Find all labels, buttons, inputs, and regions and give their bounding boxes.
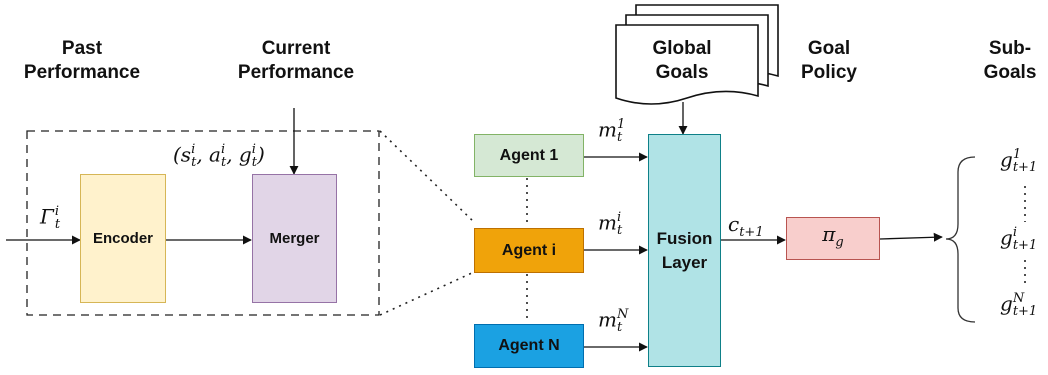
encoder-label: Encoder [92, 230, 153, 247]
policy-to-subgoals-arrow [879, 232, 943, 242]
agent-i-label: Agent i [501, 241, 557, 259]
header-sub-goals: Sub- Goals [983, 38, 1037, 83]
subgoals-brace [945, 156, 976, 323]
agent-n-label: Agent N [498, 337, 560, 354]
fusion-label-line2: Layer [661, 252, 708, 272]
merger-label: Merger [269, 230, 320, 247]
fusion-label-line1: Fusion [656, 228, 713, 248]
merger-box: Merger [252, 174, 337, 303]
goal-policy-box: πg [786, 217, 880, 260]
header-current-performance: Current Performance [237, 38, 355, 83]
encoder-box: Encoder [80, 174, 166, 303]
encoder-merger-group-border [26, 130, 380, 316]
context-label: ct+1 [728, 212, 764, 240]
agent-1-label: Agent 1 [499, 146, 559, 164]
agent-i-box: Agent i [474, 228, 584, 273]
zoom-line-top [379, 130, 475, 223]
policy-label: πg [822, 222, 844, 250]
header-past-performance: Past Performance [23, 38, 141, 83]
agent-n-box: Agent N [474, 324, 584, 368]
header-goal-policy: Goal Policy [801, 38, 857, 83]
agent-1-box: Agent 1 [474, 134, 584, 177]
header-global-goals: Global Goals [652, 38, 712, 83]
fusion-layer-box: Fusion Layer [648, 134, 721, 367]
global-goals-document-stack [615, 4, 779, 105]
zoom-line-bottom [379, 271, 475, 316]
